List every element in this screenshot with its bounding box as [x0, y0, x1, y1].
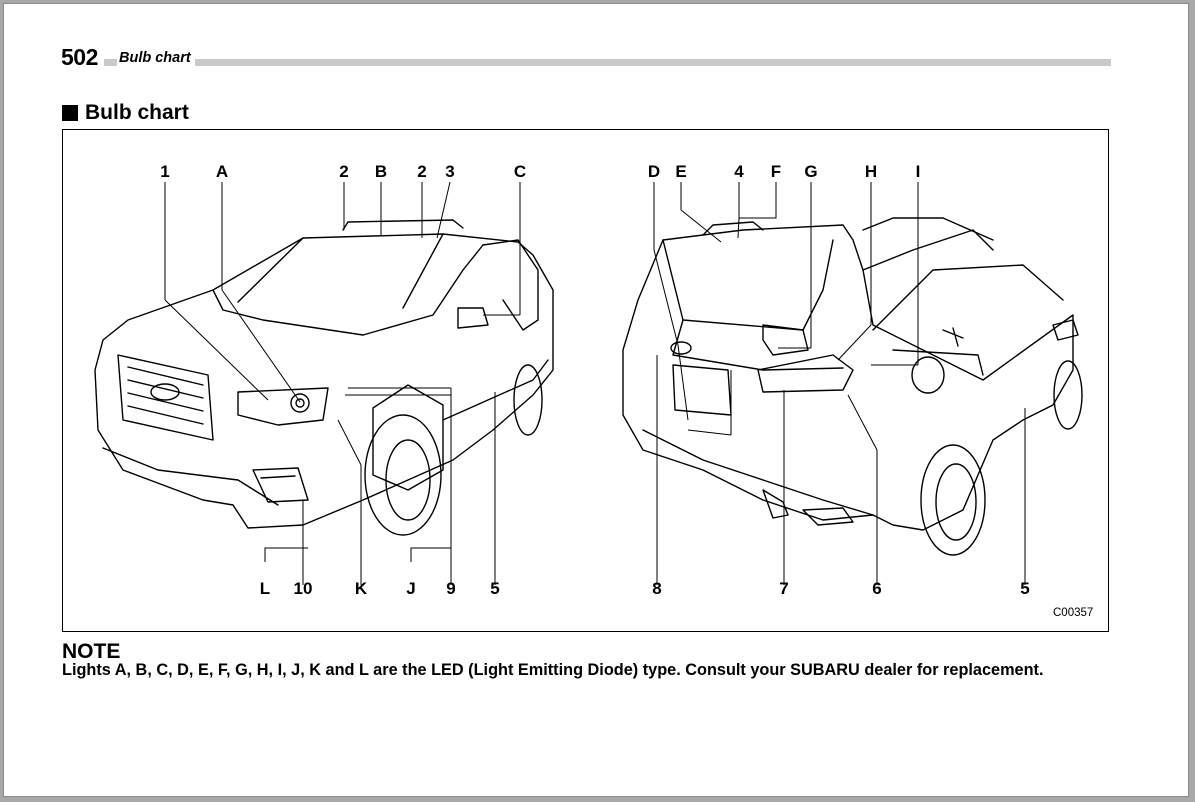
callout-g: G: [804, 162, 818, 181]
callout-7: 7: [779, 579, 789, 598]
callout-c: C: [513, 162, 527, 181]
manual-page: 502 Bulb chart Bulb chart: [3, 3, 1189, 797]
page-header: 502 Bulb chart: [61, 42, 1111, 72]
page-number: 502: [61, 44, 104, 71]
running-header-title: Bulb chart: [117, 50, 195, 66]
callout-3: 3: [445, 162, 455, 181]
callout-f: F: [770, 162, 782, 181]
section-heading: Bulb chart: [62, 101, 189, 125]
callout-4: 4: [734, 162, 744, 181]
callout-j: J: [406, 579, 416, 598]
callout-d: D: [647, 162, 661, 181]
callout-8: 8: [652, 579, 662, 598]
callout-e: E: [675, 162, 687, 181]
header-rule: [101, 59, 1111, 66]
callout-1: 1: [160, 162, 170, 181]
callout-h: H: [864, 162, 878, 181]
callout-b: B: [374, 162, 388, 181]
front-vehicle-drawing: [94, 219, 554, 536]
callout-l: L: [259, 579, 271, 598]
callout-2: 2: [339, 162, 349, 181]
callout-a: A: [215, 162, 229, 181]
callout-2-roof: 2: [417, 162, 427, 181]
rear-vehicle-drawing: [622, 217, 1083, 556]
vehicle-illustration: [94, 181, 1083, 585]
section-title: Bulb chart: [85, 101, 189, 124]
callout-i: I: [915, 162, 921, 181]
callout-5-front: 5: [490, 579, 500, 598]
callout-10: 10: [293, 579, 313, 598]
square-bullet-icon: [62, 105, 78, 121]
callout-5-rear: 5: [1020, 579, 1030, 598]
note-heading: NOTE: [62, 640, 121, 663]
callout-6: 6: [872, 579, 882, 598]
callout-9: 9: [446, 579, 456, 598]
callout-leader-lines: [164, 181, 1026, 585]
callout-k: K: [354, 579, 368, 598]
note-text: Lights A, B, C, D, E, F, G, H, I, J, K a…: [62, 661, 1044, 679]
figure-code: C00357: [1053, 607, 1094, 619]
bulb-chart-figure: 1 A 2 B 2 3 C L 10 K J 9 5 D E 4 F G H I…: [62, 129, 1109, 632]
